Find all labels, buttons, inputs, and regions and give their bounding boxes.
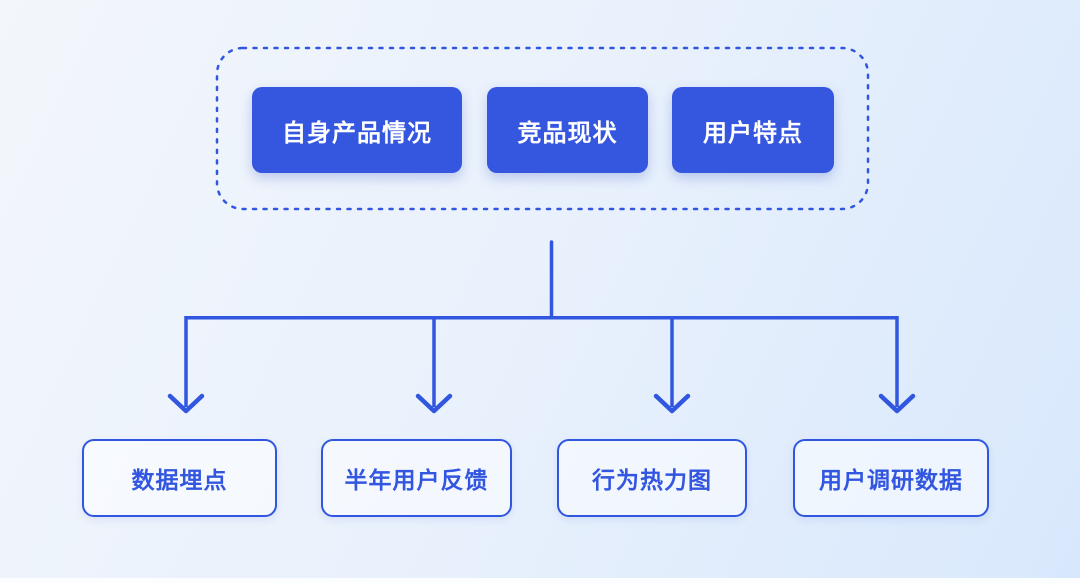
- node-behavior-heatmap[interactable]: 行为热力图: [557, 439, 747, 517]
- node-label: 用户特点: [703, 119, 803, 147]
- node-label: 自身产品情况: [282, 119, 432, 147]
- arrow-down-icon: [878, 393, 916, 414]
- bottom-strip: [0, 578, 1080, 583]
- arrow-down-icon: [167, 393, 205, 414]
- node-label: 用户调研数据: [819, 467, 963, 493]
- node-competitor-status[interactable]: 竞品现状: [487, 87, 648, 173]
- node-label: 竞品现状: [517, 119, 618, 147]
- node-halfyear-user-feedback[interactable]: 半年用户反馈: [321, 439, 512, 517]
- node-label: 数据埋点: [131, 467, 228, 493]
- node-label: 半年用户反馈: [344, 467, 489, 493]
- node-own-product-status[interactable]: 自身产品情况: [252, 87, 462, 173]
- node-user-research-data[interactable]: 用户调研数据: [793, 439, 989, 517]
- connector-bracket: [184, 316, 899, 407]
- arrow-down-icon: [415, 393, 453, 414]
- arrow-down-icon: [653, 393, 691, 414]
- node-user-traits[interactable]: 用户特点: [672, 87, 834, 173]
- node-data-tracking[interactable]: 数据埋点: [82, 439, 277, 517]
- node-label: 行为热力图: [592, 467, 712, 493]
